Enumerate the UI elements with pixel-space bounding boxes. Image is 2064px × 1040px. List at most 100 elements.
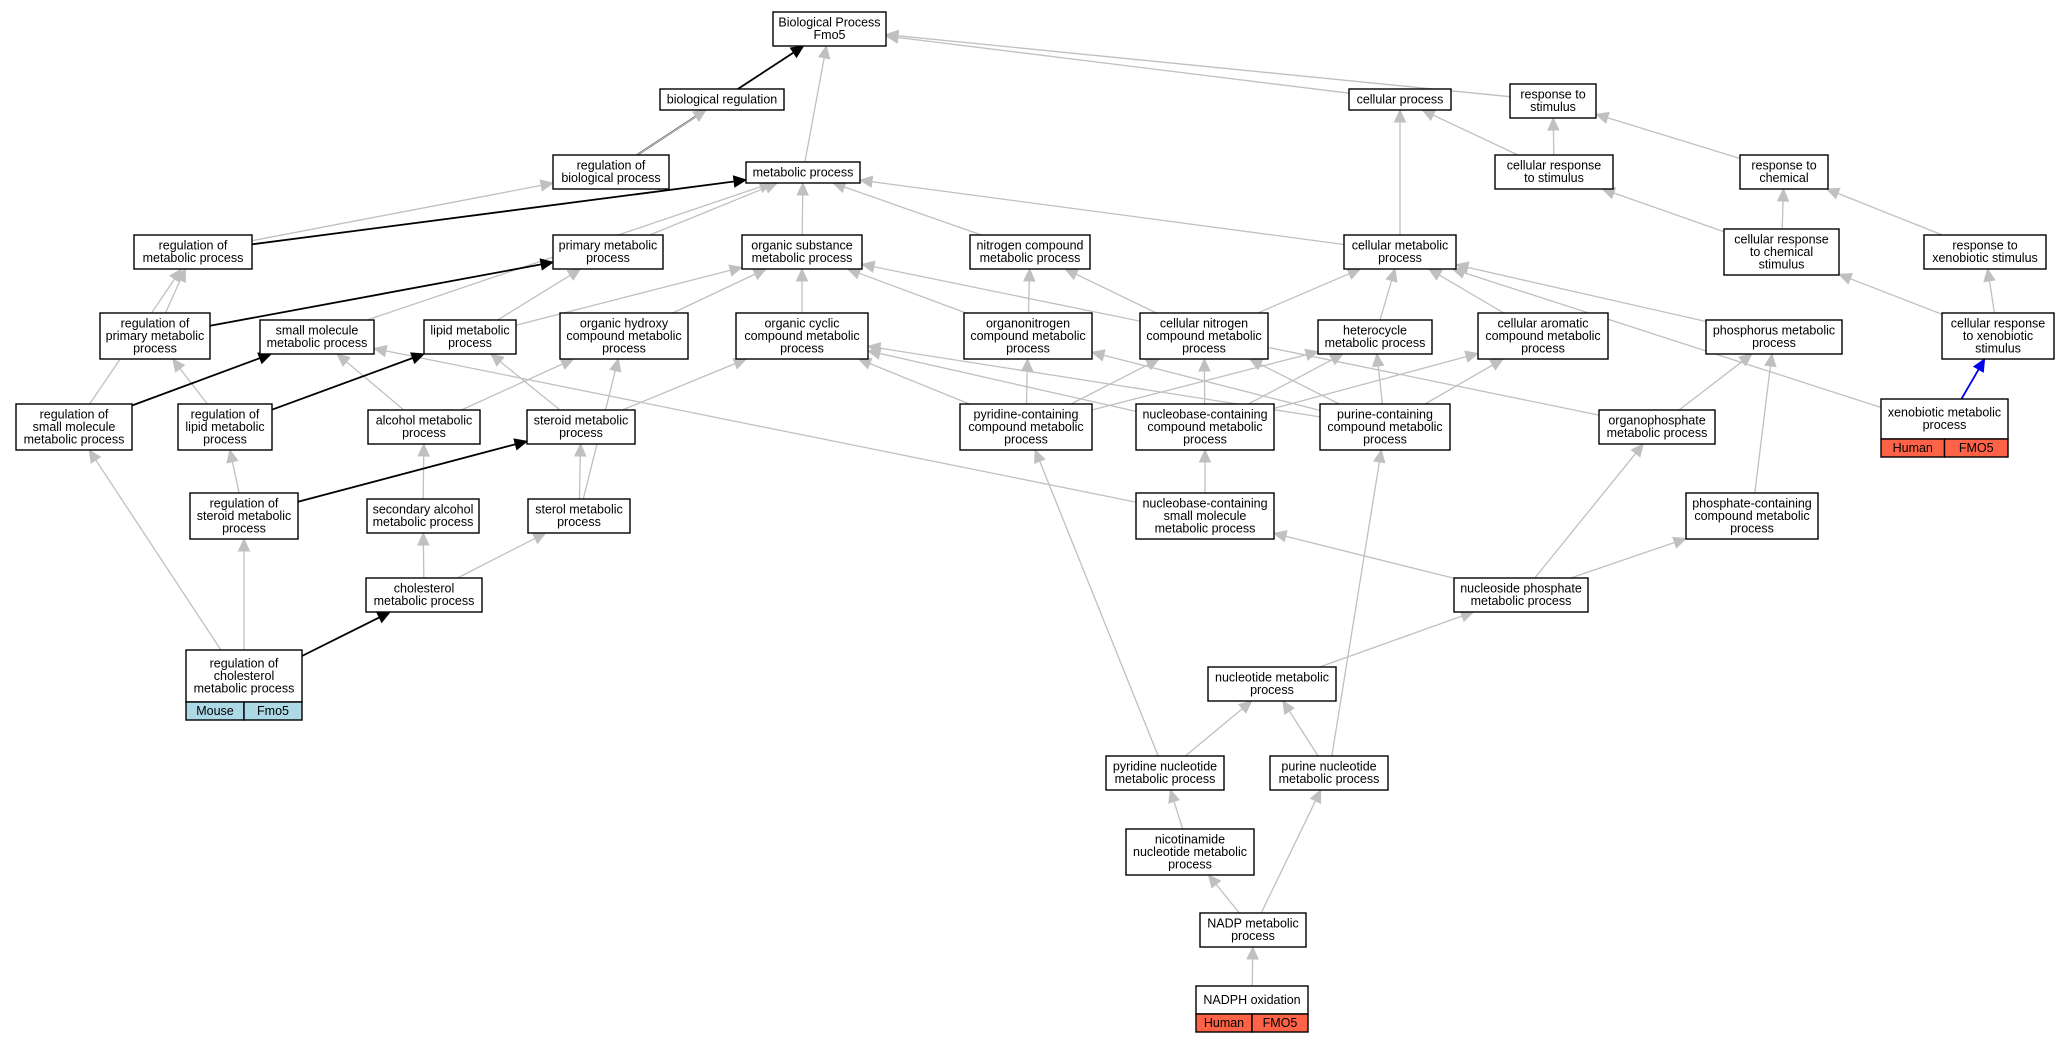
edge-pyridinecont-to-organonitro — [1020, 357, 1034, 405]
edge-purinenuc-to-nucleotide — [1282, 699, 1319, 757]
species-tag-cell — [1251, 1013, 1309, 1033]
edge-phosphorus-to-cellmetab — [1454, 261, 1707, 323]
edge-cellnitro-to-cellmetab — [1257, 268, 1362, 314]
edge-purinecont-to-heterocycle — [1371, 352, 1385, 405]
node-label-line: process — [1521, 341, 1565, 355]
species-tag-label: FMO5 — [1263, 1016, 1298, 1030]
node-label-line: metabolic process — [980, 251, 1081, 265]
edge-nucphos-to-organophos — [1534, 443, 1644, 579]
species-tag-label: Human — [1893, 441, 1933, 455]
node-label-line: alcohol metabolic — [376, 414, 473, 428]
node-label-line: process — [1752, 336, 1796, 350]
node-label-line: response to — [1751, 159, 1816, 173]
edge-secalcohol-to-alcohol — [417, 442, 430, 500]
node-label-line: metabolic process — [24, 432, 125, 446]
node-label-line: nucleoside phosphate — [1460, 582, 1582, 596]
node-box — [963, 312, 1093, 360]
node-box — [1105, 755, 1225, 791]
node-label-line: small molecule — [33, 420, 116, 434]
node-box — [259, 319, 375, 355]
node-label-line: nicotinamide — [1155, 832, 1225, 846]
node-label-line: response to — [1520, 88, 1585, 102]
node-box — [959, 403, 1093, 451]
node-box — [1125, 828, 1255, 876]
node-box — [526, 409, 636, 445]
node-label-line: cellular response — [1734, 232, 1829, 246]
node-label-line: metabolic process — [1155, 521, 1256, 535]
node-box — [1723, 228, 1840, 276]
node-box — [133, 234, 253, 270]
edge-nucsmall-to-nucleobase — [1198, 448, 1212, 493]
node-label-line: regulation of — [121, 316, 190, 330]
node-label-line: process — [203, 432, 247, 446]
node-box — [745, 161, 861, 184]
node-bioreg[interactable]: biological regulation — [659, 88, 785, 111]
edge-cellrespxeno-to-respxeno — [1983, 267, 1996, 314]
edge-nitro-to-metab — [831, 181, 982, 236]
edge-pyridinenuc-to-nucleotide — [1184, 700, 1253, 757]
edge-organophos-to-phosphorus — [1678, 353, 1753, 411]
node-label-line: compound metabolic — [1147, 420, 1262, 434]
node-cellproc[interactable]: cellular process — [1348, 88, 1452, 111]
node-label-line: regulation of — [159, 239, 228, 253]
node-label-line: NADP metabolic — [1207, 917, 1298, 931]
node-metab[interactable]: metabolic process — [745, 161, 861, 184]
node-label-line: nucleotide metabolic — [1215, 671, 1329, 685]
node-label-line: cellular response — [1951, 316, 2046, 330]
node-box — [1317, 319, 1433, 355]
edge-regprim-to-primmetab — [209, 258, 555, 327]
edge-purinenuc-to-purinecont — [1331, 448, 1386, 757]
node-box — [1135, 403, 1275, 451]
edge-nicotinamide-to-pyridinenuc — [1168, 788, 1184, 830]
node-box — [1135, 492, 1275, 540]
node-label-line: nucleobase-containing — [1142, 407, 1267, 421]
edge-cellnitro-to-nitro — [1064, 268, 1157, 314]
